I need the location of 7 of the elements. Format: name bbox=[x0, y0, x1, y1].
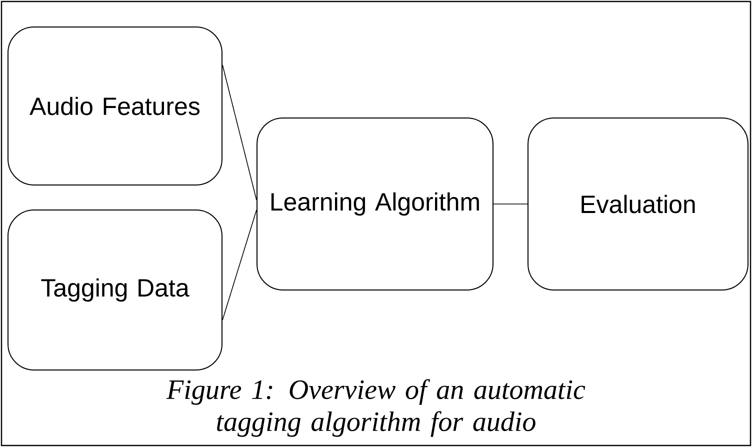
rounded-box: Learning Algorithm bbox=[256, 118, 494, 290]
connector-line bbox=[222, 64, 257, 200]
rounded-box: Tagging Data bbox=[8, 210, 222, 370]
figure-caption: Figure 1: Overview of an automatic tagging algorithm for audio bbox=[166, 379, 586, 437]
connector-line bbox=[222, 210, 257, 320]
rounded-box: Evaluation bbox=[528, 118, 748, 290]
rounded-box: Audio Features bbox=[8, 26, 222, 186]
